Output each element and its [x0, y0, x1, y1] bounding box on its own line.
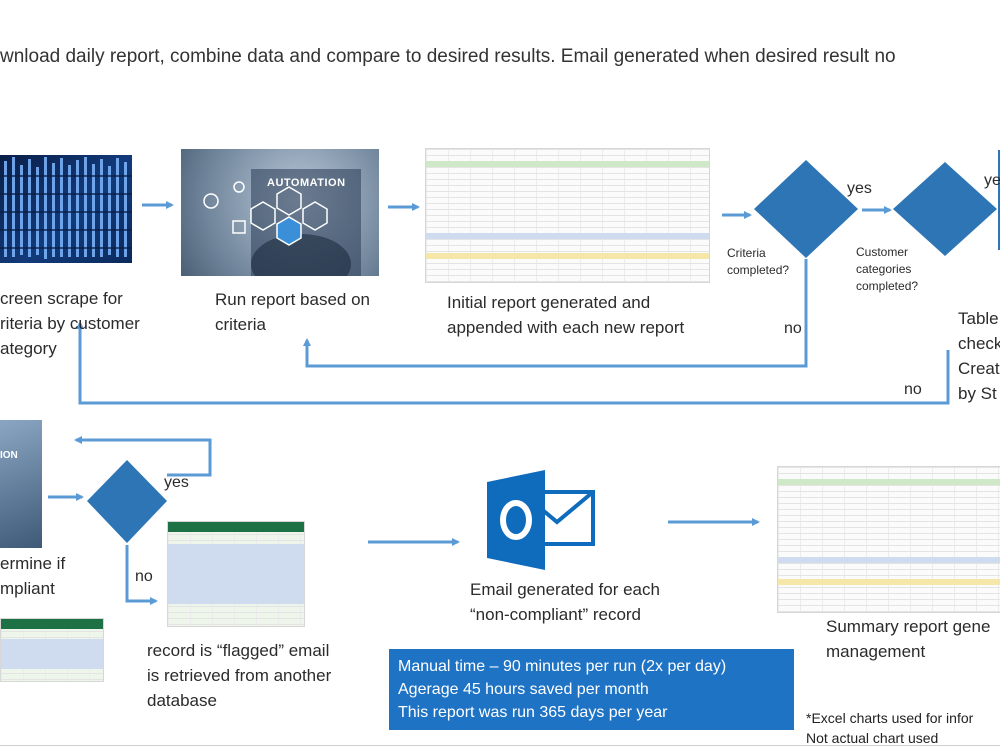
automation-graphic	[203, 169, 361, 276]
summary-text: Summary report gene management	[826, 617, 991, 661]
binary-code-graphic	[0, 157, 132, 259]
customer-decision-diamond	[893, 162, 997, 256]
arrow-compliant-no	[125, 545, 158, 605]
footnote: *Excel charts used for infor Not actual …	[806, 710, 974, 746]
screen-scrape-text: creen scrape for riteria by customer ate…	[0, 289, 140, 358]
compliant-decision-diamond	[87, 460, 167, 543]
customer-decision-label: Customer categories completed?	[856, 245, 919, 293]
info-line-manual-time: Manual time – 90 minutes per run (2x per…	[398, 658, 727, 675]
outlook-icon	[487, 470, 597, 570]
table-check-text: Table check Creat by St	[958, 309, 1000, 403]
bottom-divider	[0, 745, 1000, 746]
criteria-decision-diamond	[754, 160, 858, 258]
automation-text: AUTOMATION	[267, 177, 346, 189]
initial-report-spreadsheet	[425, 148, 710, 283]
no-label-compliant: no	[135, 568, 153, 585]
automation-small-text: ION	[0, 450, 18, 461]
excel-thumb-flagged	[167, 521, 305, 627]
initial-report-text: Initial report generated and appended wi…	[447, 293, 685, 337]
yes-label-compliant: yes	[164, 474, 189, 491]
flagged-text: record is “flagged” email is retrieved f…	[147, 641, 332, 710]
yes-label-criteria: yes	[847, 180, 872, 197]
arrow-compliant-yes	[74, 436, 212, 477]
automation-small-image: ION	[0, 420, 42, 548]
time-savings-box: Manual time – 90 minutes per run (2x per…	[389, 649, 794, 730]
edge-element	[998, 150, 1000, 250]
run-report-text: Run report based on criteria	[215, 290, 370, 334]
excel-thumb-left	[0, 618, 104, 682]
criteria-decision-label: Criteria completed?	[727, 246, 790, 277]
arrow-criteria-no	[303, 259, 808, 368]
arrow-customer-no	[76, 321, 950, 405]
summary-report-spreadsheet	[777, 466, 1000, 613]
determine-text: ermine if mpliant	[0, 554, 66, 598]
info-line-hours-saved: Agerage 45 hours saved per month	[398, 681, 649, 698]
screen-scrape-image	[0, 155, 132, 263]
yes-label-customer: ye	[984, 172, 1000, 189]
automation-image: AUTOMATION	[181, 149, 379, 276]
page-title: wnload daily report, combine data and co…	[0, 46, 896, 67]
no-label-criteria: no	[784, 320, 802, 337]
info-line-days-per-year: This report was run 365 days per year	[398, 704, 668, 721]
no-label-customer: no	[904, 381, 922, 398]
email-text: Email generated for each “non-compliant”…	[470, 580, 660, 624]
